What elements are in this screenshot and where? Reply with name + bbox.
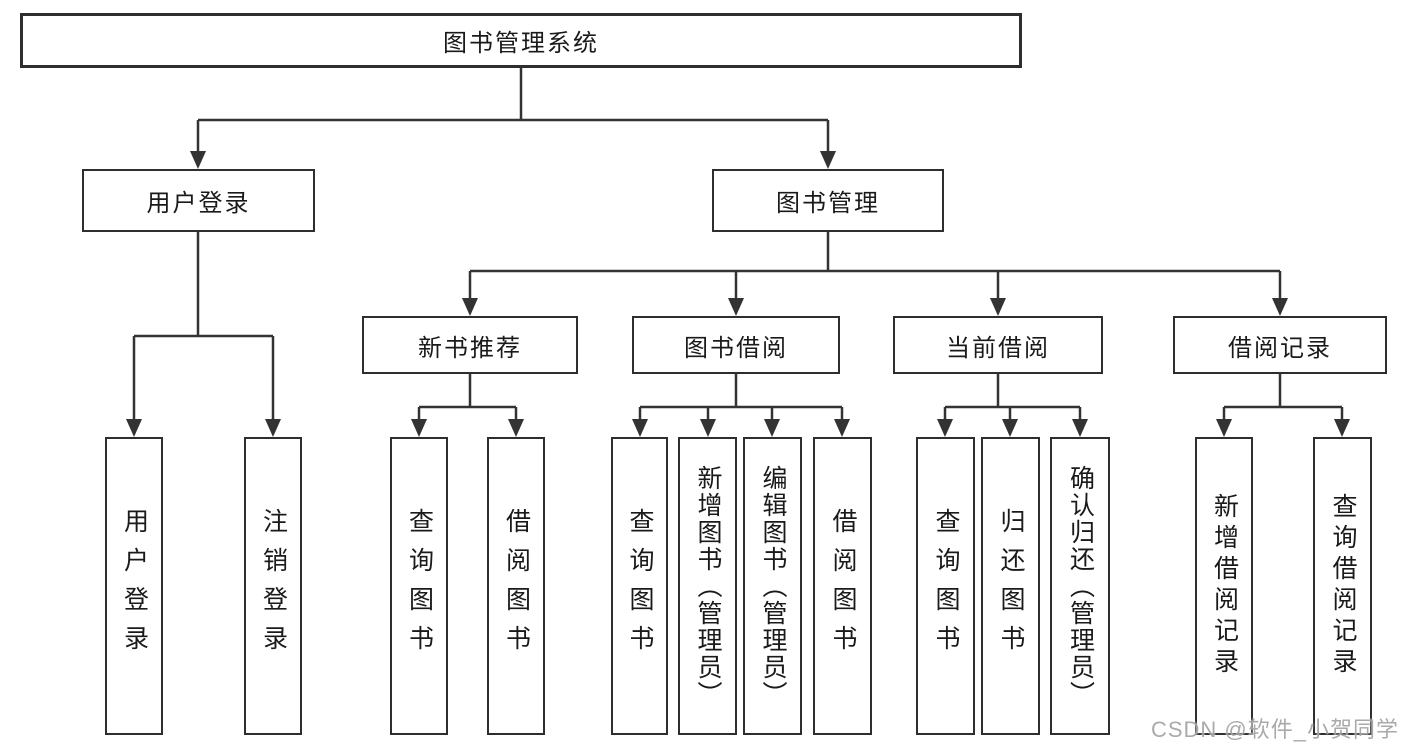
node-borrowing-query-book: 查询图书 xyxy=(611,437,668,735)
node-label: 查询图书 xyxy=(405,508,434,664)
node-book-management: 图书管理 xyxy=(712,169,944,232)
node-user-login: 用户登录 xyxy=(82,169,315,232)
node-label: 图书管理系统 xyxy=(443,30,599,57)
arrow-down-icon xyxy=(126,419,142,437)
node-records-add-record: 新增借阅记录 xyxy=(1195,437,1253,735)
arrow-down-icon xyxy=(700,419,716,437)
node-label: 图书管理 xyxy=(776,190,880,217)
arrow-down-icon xyxy=(764,419,780,437)
node-label: 新书推荐 xyxy=(418,334,522,362)
edge-book-management-to-level3 xyxy=(462,232,1288,316)
arrow-down-icon xyxy=(834,419,850,437)
watermark: CSDN @软件_小贺同学 xyxy=(1150,717,1399,742)
edge-borrowing-records-to-leaves xyxy=(1216,374,1350,437)
node-label: 借阅图书 xyxy=(502,508,531,664)
node-borrowing-records: 借阅记录 xyxy=(1173,316,1387,374)
node-recommend-borrow-book: 借阅图书 xyxy=(487,437,545,735)
node-label: 确认归还（管理员） xyxy=(1066,464,1095,708)
edge-current-borrowing-to-leaves xyxy=(937,374,1088,437)
node-label: 当前借阅 xyxy=(946,334,1050,362)
node-borrowing-borrow-book: 借阅图书 xyxy=(813,437,872,735)
node-label: 编辑图书（管理员） xyxy=(759,464,787,708)
edge-root-to-level2 xyxy=(190,68,836,169)
arrow-down-icon xyxy=(1216,419,1232,437)
arrow-down-icon xyxy=(1002,419,1018,437)
node-user-login-leaf: 用户登录 xyxy=(105,437,163,735)
node-root: 图书管理系统 xyxy=(20,13,1022,68)
arrow-down-icon xyxy=(265,419,281,437)
node-current-return-book: 归还图书 xyxy=(981,437,1040,735)
arrow-down-icon xyxy=(937,419,953,437)
node-book-borrowing: 图书借阅 xyxy=(632,316,840,374)
node-label: 归还图书 xyxy=(997,508,1025,664)
node-label: 新增借阅记录 xyxy=(1210,493,1239,679)
arrow-down-icon xyxy=(462,298,478,316)
node-borrowing-add-book-admin: 新增图书（管理员） xyxy=(678,437,737,735)
node-label: 查询借阅记录 xyxy=(1329,493,1357,679)
arrow-down-icon xyxy=(1334,419,1350,437)
arrow-down-icon xyxy=(820,151,836,169)
edge-new-book-recommend-to-leaves xyxy=(411,374,524,437)
node-label: 查询图书 xyxy=(932,508,960,664)
node-label: 图书借阅 xyxy=(684,334,788,362)
node-label: 新增图书（管理员） xyxy=(694,464,722,708)
node-label: 注销登录 xyxy=(259,508,288,664)
arrow-down-icon xyxy=(728,298,744,316)
node-records-query-record: 查询借阅记录 xyxy=(1313,437,1372,735)
node-logout: 注销登录 xyxy=(244,437,302,735)
arrow-down-icon xyxy=(632,419,648,437)
node-recommend-query-book: 查询图书 xyxy=(390,437,448,735)
edge-book-borrowing-to-leaves xyxy=(632,374,850,437)
node-label: 用户登录 xyxy=(120,508,149,664)
node-label: 借阅图书 xyxy=(829,508,857,664)
arrow-down-icon xyxy=(990,298,1006,316)
arrow-down-icon xyxy=(1272,298,1288,316)
node-label: 用户登录 xyxy=(146,190,251,217)
node-borrowing-edit-book-admin: 编辑图书（管理员） xyxy=(743,437,802,735)
arrow-down-icon xyxy=(1072,419,1088,437)
node-current-confirm-return-admin: 确认归还（管理员） xyxy=(1050,437,1110,735)
arrow-down-icon xyxy=(190,151,206,169)
node-new-book-recommend: 新书推荐 xyxy=(362,316,578,374)
node-label: 查询图书 xyxy=(626,508,654,664)
node-current-query-book: 查询图书 xyxy=(916,437,975,735)
arrow-down-icon xyxy=(508,419,524,437)
arrow-down-icon xyxy=(411,419,427,437)
node-current-borrowing: 当前借阅 xyxy=(893,316,1103,374)
node-label: 借阅记录 xyxy=(1228,334,1332,362)
edge-user-login-to-leaves xyxy=(126,232,281,437)
